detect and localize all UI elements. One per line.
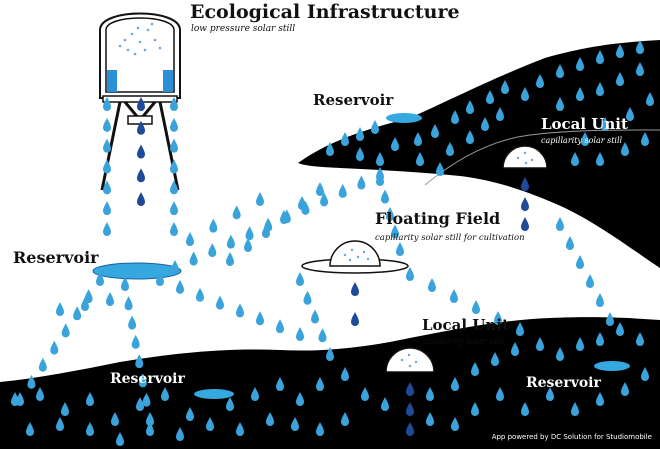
water-drop — [103, 222, 111, 236]
water-drop — [311, 309, 319, 324]
water-drop — [103, 138, 111, 153]
local-unit-top-still — [502, 145, 548, 169]
water-drop — [396, 242, 404, 256]
water-drop — [556, 217, 564, 231]
water-drop — [61, 323, 70, 338]
local-unit-top-label: Local Unit — [541, 115, 628, 133]
reservoir-bottom-left-label: Reservoir — [110, 371, 185, 387]
water-drop — [296, 272, 304, 286]
water-drop — [576, 255, 584, 269]
water-drop — [186, 232, 194, 246]
water-drop — [472, 300, 480, 314]
water-drop — [128, 315, 137, 330]
water-drop — [170, 201, 178, 216]
water-drop — [27, 374, 36, 389]
water-drop — [450, 289, 458, 303]
water-drop — [428, 278, 436, 292]
water-drop — [303, 290, 312, 305]
bottom-ground — [0, 317, 660, 449]
eco-title: Ecological Infrastructure — [190, 1, 460, 23]
water-drop — [56, 302, 64, 316]
water-drop — [38, 357, 47, 372]
water-drop — [521, 197, 529, 211]
local-unit-bottom-subtitle: capillarity solar still — [423, 337, 505, 346]
water-drop — [244, 238, 252, 252]
water-drop — [176, 279, 184, 294]
reservoir-top-label: Reservoir — [313, 91, 394, 109]
water-drop — [189, 251, 198, 266]
water-drop — [256, 311, 264, 326]
water-drop — [356, 127, 364, 141]
water-drop — [406, 267, 414, 281]
water-drop — [521, 217, 529, 231]
water-drop — [606, 312, 614, 326]
water-drop — [137, 144, 145, 159]
water-drop — [341, 132, 349, 146]
water-drop — [73, 306, 82, 321]
local-unit-plateau — [424, 129, 660, 186]
reservoir-left-label: Reservoir — [13, 248, 99, 267]
water-drop — [586, 274, 594, 288]
local-unit-bottom-label: Local Unit — [422, 316, 509, 334]
water-drop — [171, 260, 179, 274]
water-drop — [381, 189, 389, 204]
water-drop — [338, 183, 347, 198]
eco-subtitle: low pressure solar still — [191, 24, 296, 34]
water-drop — [135, 354, 144, 369]
water-drop — [170, 222, 178, 236]
water-drop — [226, 252, 234, 266]
water-drop — [326, 347, 334, 361]
floating-field-subtitle: capillarity solar still for cultivation — [375, 233, 525, 243]
water-drop — [371, 120, 379, 134]
water-drop — [124, 296, 133, 311]
water-drop — [106, 292, 114, 306]
water-drop — [236, 303, 244, 318]
water-drop — [216, 295, 224, 310]
water-drop — [208, 243, 217, 258]
reservoir-left-pool — [92, 262, 182, 280]
water-drop — [276, 319, 284, 334]
water-drop — [196, 287, 204, 302]
water-drop — [103, 159, 111, 174]
water-drop — [351, 282, 359, 296]
water-drop — [566, 236, 574, 250]
water-drop — [170, 117, 178, 132]
water-drop — [137, 192, 145, 206]
floating-field-still — [301, 240, 409, 274]
solar-still-tower — [99, 12, 181, 191]
floating-field-label: Floating Field — [375, 209, 501, 228]
water-drop — [226, 234, 235, 249]
water-drop — [131, 334, 140, 349]
water-drop — [50, 340, 59, 355]
water-drop — [357, 175, 366, 190]
water-drop — [316, 182, 324, 196]
water-drop — [209, 218, 218, 233]
water-drop — [318, 328, 327, 343]
water-drop — [103, 117, 111, 132]
water-drop — [256, 192, 264, 206]
water-drop — [170, 138, 178, 153]
water-drop — [298, 196, 306, 210]
credit-text: App powered by DC Solution for Studiomob… — [491, 433, 652, 441]
upper-landmass — [298, 40, 660, 268]
reservoir-bl-pool — [194, 389, 234, 399]
reservoir-br-pool — [594, 361, 630, 371]
water-drop — [596, 293, 604, 307]
water-drop — [245, 226, 254, 241]
reservoir-top-pool — [386, 113, 422, 123]
local-unit-bottom-still — [385, 347, 435, 373]
reservoir-bottom-right-label: Reservoir — [526, 375, 601, 391]
water-drop — [296, 327, 304, 341]
local-unit-top-subtitle: capillarity solar still — [541, 136, 623, 145]
water-drop — [103, 201, 111, 216]
water-drop — [137, 168, 145, 183]
water-drop — [232, 205, 241, 220]
water-drop — [351, 312, 359, 326]
